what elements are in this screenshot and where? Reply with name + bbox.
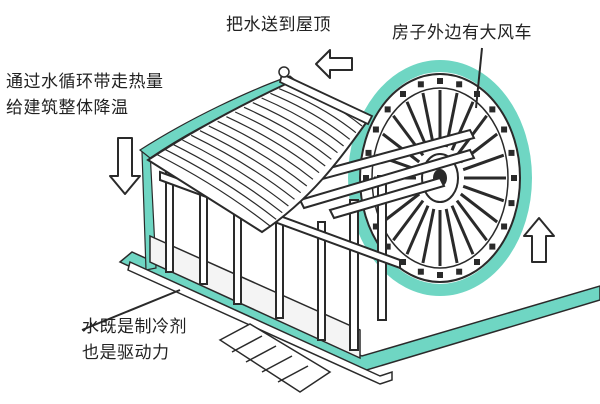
wheel-paddle	[501, 224, 507, 230]
wheel-paddle	[489, 244, 495, 250]
arrow-left-icon	[316, 50, 352, 78]
wheel-paddle	[366, 150, 372, 156]
ridge-ornament	[279, 67, 289, 77]
label-circulation-line1: 通过水循环带走热量	[6, 71, 164, 93]
wheel-paddle	[456, 269, 462, 275]
wheel-paddle	[418, 81, 424, 87]
wheel-paddle	[437, 78, 443, 84]
wheel-paddle	[400, 91, 406, 97]
wheel-paddle	[385, 106, 391, 112]
label-big-windmill: 房子外边有大风车	[392, 22, 532, 44]
wheel-paddle	[437, 272, 443, 278]
post	[350, 200, 358, 350]
wheel-paddle	[456, 81, 462, 87]
arrow-down-icon	[110, 138, 140, 194]
label-coolant-line1: 水既是制冷剂	[82, 316, 187, 338]
wheel-paddle	[511, 175, 517, 181]
label-coolant-line2: 也是驱动力	[82, 342, 170, 364]
label-send-water-to-roof: 把水送到屋顶	[226, 14, 331, 36]
arrow-up-icon	[524, 218, 554, 262]
label-circulation-line2: 给建筑整体降温	[6, 97, 129, 119]
wheel-paddle	[418, 269, 424, 275]
wheel-paddle	[373, 127, 379, 133]
wheel-paddle	[508, 200, 514, 206]
wheel-paddle	[508, 150, 514, 156]
wheel-paddle	[501, 127, 507, 133]
wheel-paddle	[489, 106, 495, 112]
wheel-paddle	[474, 259, 480, 265]
